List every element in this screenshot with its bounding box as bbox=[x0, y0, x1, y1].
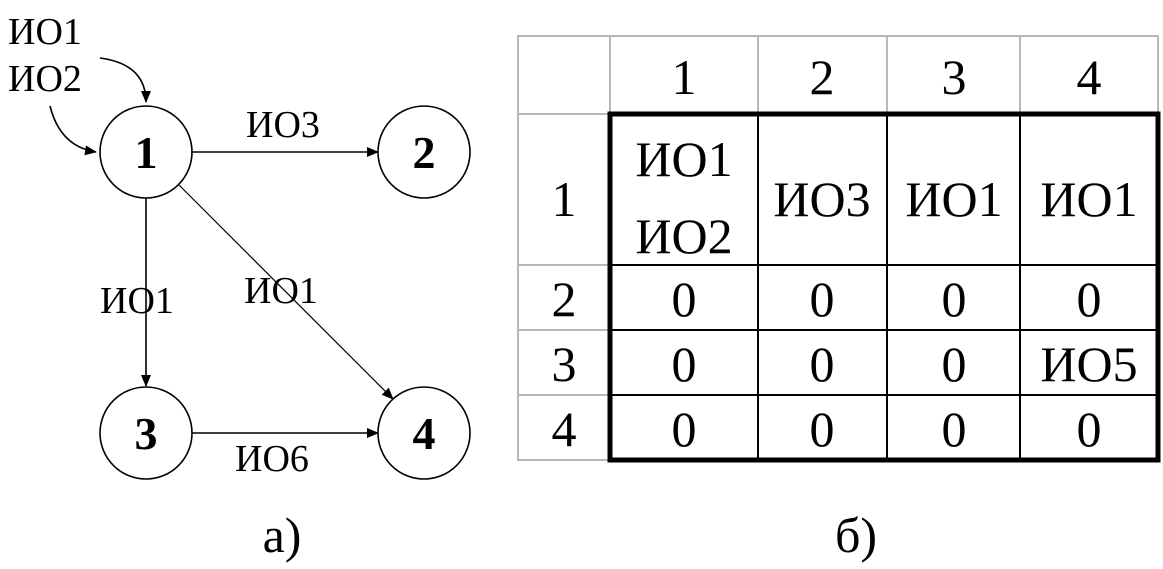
matrix-cell: 0 bbox=[1077, 271, 1102, 327]
graph-caption: а) bbox=[263, 507, 302, 563]
matrix-panel: 1 2 3 4 1 2 3 4 ИО1 ИО2 ИО3 ИО1 ИО1 0 0 … bbox=[517, 35, 1161, 563]
matrix-cell: 0 bbox=[1077, 401, 1102, 457]
graph-panel: ИО1 ИО2 ИО3 ИО1 ИО1 ИО6 1 2 3 4 а) bbox=[8, 11, 471, 563]
matrix-cell: 0 bbox=[810, 271, 835, 327]
edge-3-4-label: ИО6 bbox=[235, 438, 309, 480]
node-4-label: 4 bbox=[413, 408, 436, 459]
node-3-label: 3 bbox=[135, 408, 158, 459]
matrix-cell: 0 bbox=[942, 401, 967, 457]
matrix-cell: 0 bbox=[942, 336, 967, 392]
node-3: 3 bbox=[99, 386, 193, 480]
matrix-cell: 0 bbox=[810, 401, 835, 457]
matrix-cell: 0 bbox=[672, 271, 697, 327]
matrix-cell: 0 bbox=[672, 401, 697, 457]
row-header: 1 bbox=[552, 171, 577, 227]
incoming-arrow-left bbox=[49, 105, 97, 156]
matrix-cell: ИО1 bbox=[1040, 171, 1137, 227]
matrix-cell: 0 bbox=[810, 336, 835, 392]
matrix-cell: ИО1 bbox=[635, 131, 732, 187]
incoming-arrow-top bbox=[99, 57, 151, 103]
node-2: 2 bbox=[377, 105, 471, 199]
column-header: 2 bbox=[810, 49, 835, 105]
matrix-cell: ИО1 bbox=[905, 171, 1002, 227]
matrix-caption: б) bbox=[835, 507, 877, 563]
edge-1-4-line bbox=[178, 184, 394, 400]
matrix-cell: 0 bbox=[942, 271, 967, 327]
matrix-body-border bbox=[607, 111, 1161, 463]
incoming-label-2: ИО2 bbox=[8, 58, 82, 100]
row-header: 2 bbox=[552, 271, 577, 327]
edge-1-2-label: ИО3 bbox=[246, 104, 320, 146]
node-1-label: 1 bbox=[135, 127, 158, 178]
edge-1-4-label: ИО1 bbox=[244, 270, 318, 312]
edge-1-3-label: ИО1 bbox=[100, 280, 174, 322]
matrix-cell: ИО3 bbox=[773, 171, 870, 227]
column-header: 3 bbox=[942, 49, 967, 105]
column-header: 4 bbox=[1077, 49, 1102, 105]
row-header: 3 bbox=[552, 336, 577, 392]
row-header: 4 bbox=[552, 401, 577, 457]
node-1: 1 bbox=[99, 105, 193, 199]
matrix-cell: 0 bbox=[672, 336, 697, 392]
matrix-outer-border bbox=[517, 35, 1159, 461]
node-4: 4 bbox=[377, 386, 471, 480]
incoming-label-1: ИО1 bbox=[8, 11, 82, 53]
matrix-cell: ИО5 bbox=[1040, 336, 1137, 392]
matrix-cell: ИО2 bbox=[635, 208, 732, 264]
node-2-label: 2 bbox=[413, 127, 436, 178]
column-header: 1 bbox=[672, 49, 697, 105]
